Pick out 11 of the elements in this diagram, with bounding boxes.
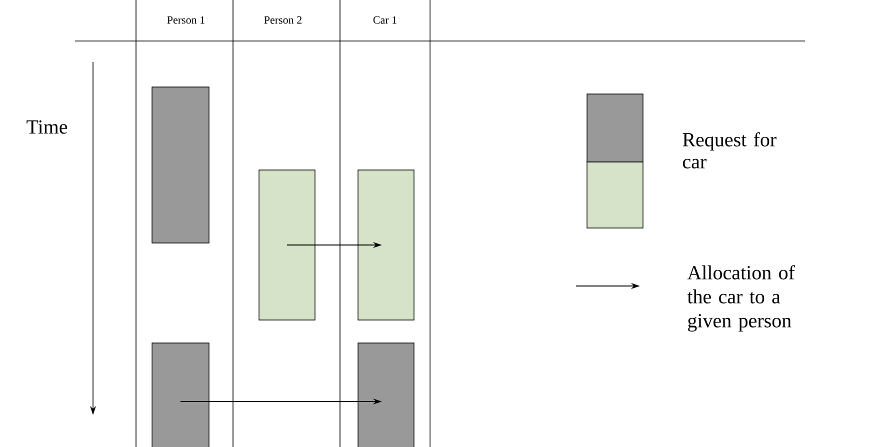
axis-label: Time [26, 120, 68, 134]
request-bar [358, 170, 414, 320]
request-bar [358, 342, 414, 447]
column-header: Car 1 [373, 16, 396, 24]
legend-text: Allocation of the car to a given person [687, 265, 795, 332]
column-header: Person 2 [264, 16, 302, 24]
request-bar [258, 170, 316, 320]
legend-text: Request for car [682, 132, 776, 168]
request-bar [152, 342, 210, 447]
request-bar [152, 86, 210, 244]
column-header: Person 1 [167, 16, 204, 24]
